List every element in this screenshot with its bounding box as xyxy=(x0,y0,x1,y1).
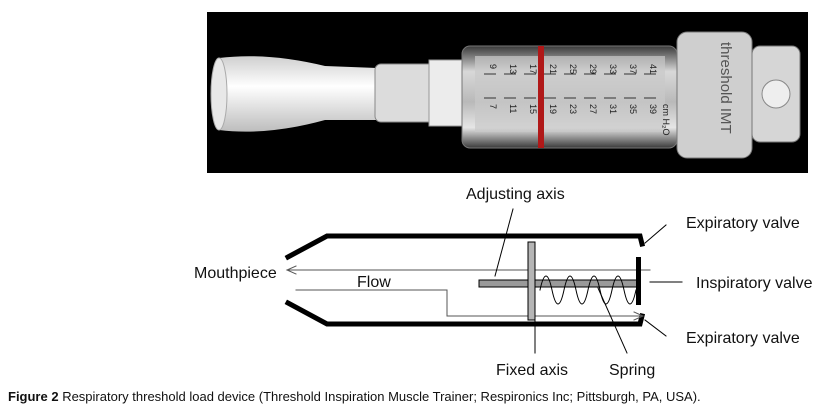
scale-number: 27 xyxy=(588,104,598,114)
fixed-axis xyxy=(527,241,536,321)
scale-bottom: 7 11 15 19 23 27 31 35 39 xyxy=(484,97,658,114)
schematic-diagram: Adjusting axis Expiratory valve Mouthpie… xyxy=(194,186,813,379)
figure-label: Figure 2 xyxy=(8,389,59,404)
scale-number: 41 xyxy=(648,64,658,74)
scale-number: 25 xyxy=(568,64,578,74)
scale-number: 21 xyxy=(548,64,558,74)
scale-number: 35 xyxy=(628,104,638,114)
scale-number: 7 xyxy=(488,104,498,109)
scale-number: 9 xyxy=(488,64,498,69)
label-adjusting-axis: Adjusting axis xyxy=(466,186,565,203)
label-inspiratory-valve: Inspiratory valve xyxy=(696,275,813,292)
label-expiratory-valve-bottom: Expiratory valve xyxy=(686,330,800,347)
scale-number: 37 xyxy=(628,64,638,74)
scale-number: 17 xyxy=(528,64,538,74)
label-flow: Flow xyxy=(357,274,391,291)
flow-arrow-lower xyxy=(295,289,643,317)
label-fixed-axis: Fixed axis xyxy=(496,362,568,379)
adjusting-axis-rod xyxy=(478,279,640,288)
housing-top xyxy=(284,233,646,261)
scale-top: 9 13 17 21 25 29 33 37 41 xyxy=(484,64,658,75)
label-expiratory-valve-top: Expiratory valve xyxy=(686,215,800,232)
device-photo: 9 13 17 21 25 29 33 37 41 7 11 15 19 23 27 31 35 39 cm H… xyxy=(207,12,808,173)
scale-number: 23 xyxy=(568,104,578,114)
mouthpiece-photo xyxy=(215,56,377,132)
figure-caption: Figure 2 Respiratory threshold load devi… xyxy=(8,389,813,404)
inspiratory-valve-plate xyxy=(636,257,641,305)
scale-number: 29 xyxy=(588,64,598,74)
housing-bottom xyxy=(284,299,646,327)
red-indicator-ring xyxy=(538,46,544,148)
scale-number: 39 xyxy=(648,104,658,114)
scale-number: 13 xyxy=(508,64,518,74)
brand-text: threshold IMT xyxy=(717,42,734,134)
label-spring: Spring xyxy=(609,362,655,379)
unit-label: cm H₂O xyxy=(661,104,671,136)
scale-number: 11 xyxy=(508,104,518,113)
caption-text: Respiratory threshold load device (Thres… xyxy=(58,389,701,404)
scale-number: 19 xyxy=(548,104,558,114)
scale-number: 31 xyxy=(608,104,618,114)
scale-number: 33 xyxy=(608,64,618,74)
scale-number: 15 xyxy=(528,104,538,114)
label-mouthpiece: Mouthpiece xyxy=(194,265,277,282)
spring xyxy=(539,275,637,305)
